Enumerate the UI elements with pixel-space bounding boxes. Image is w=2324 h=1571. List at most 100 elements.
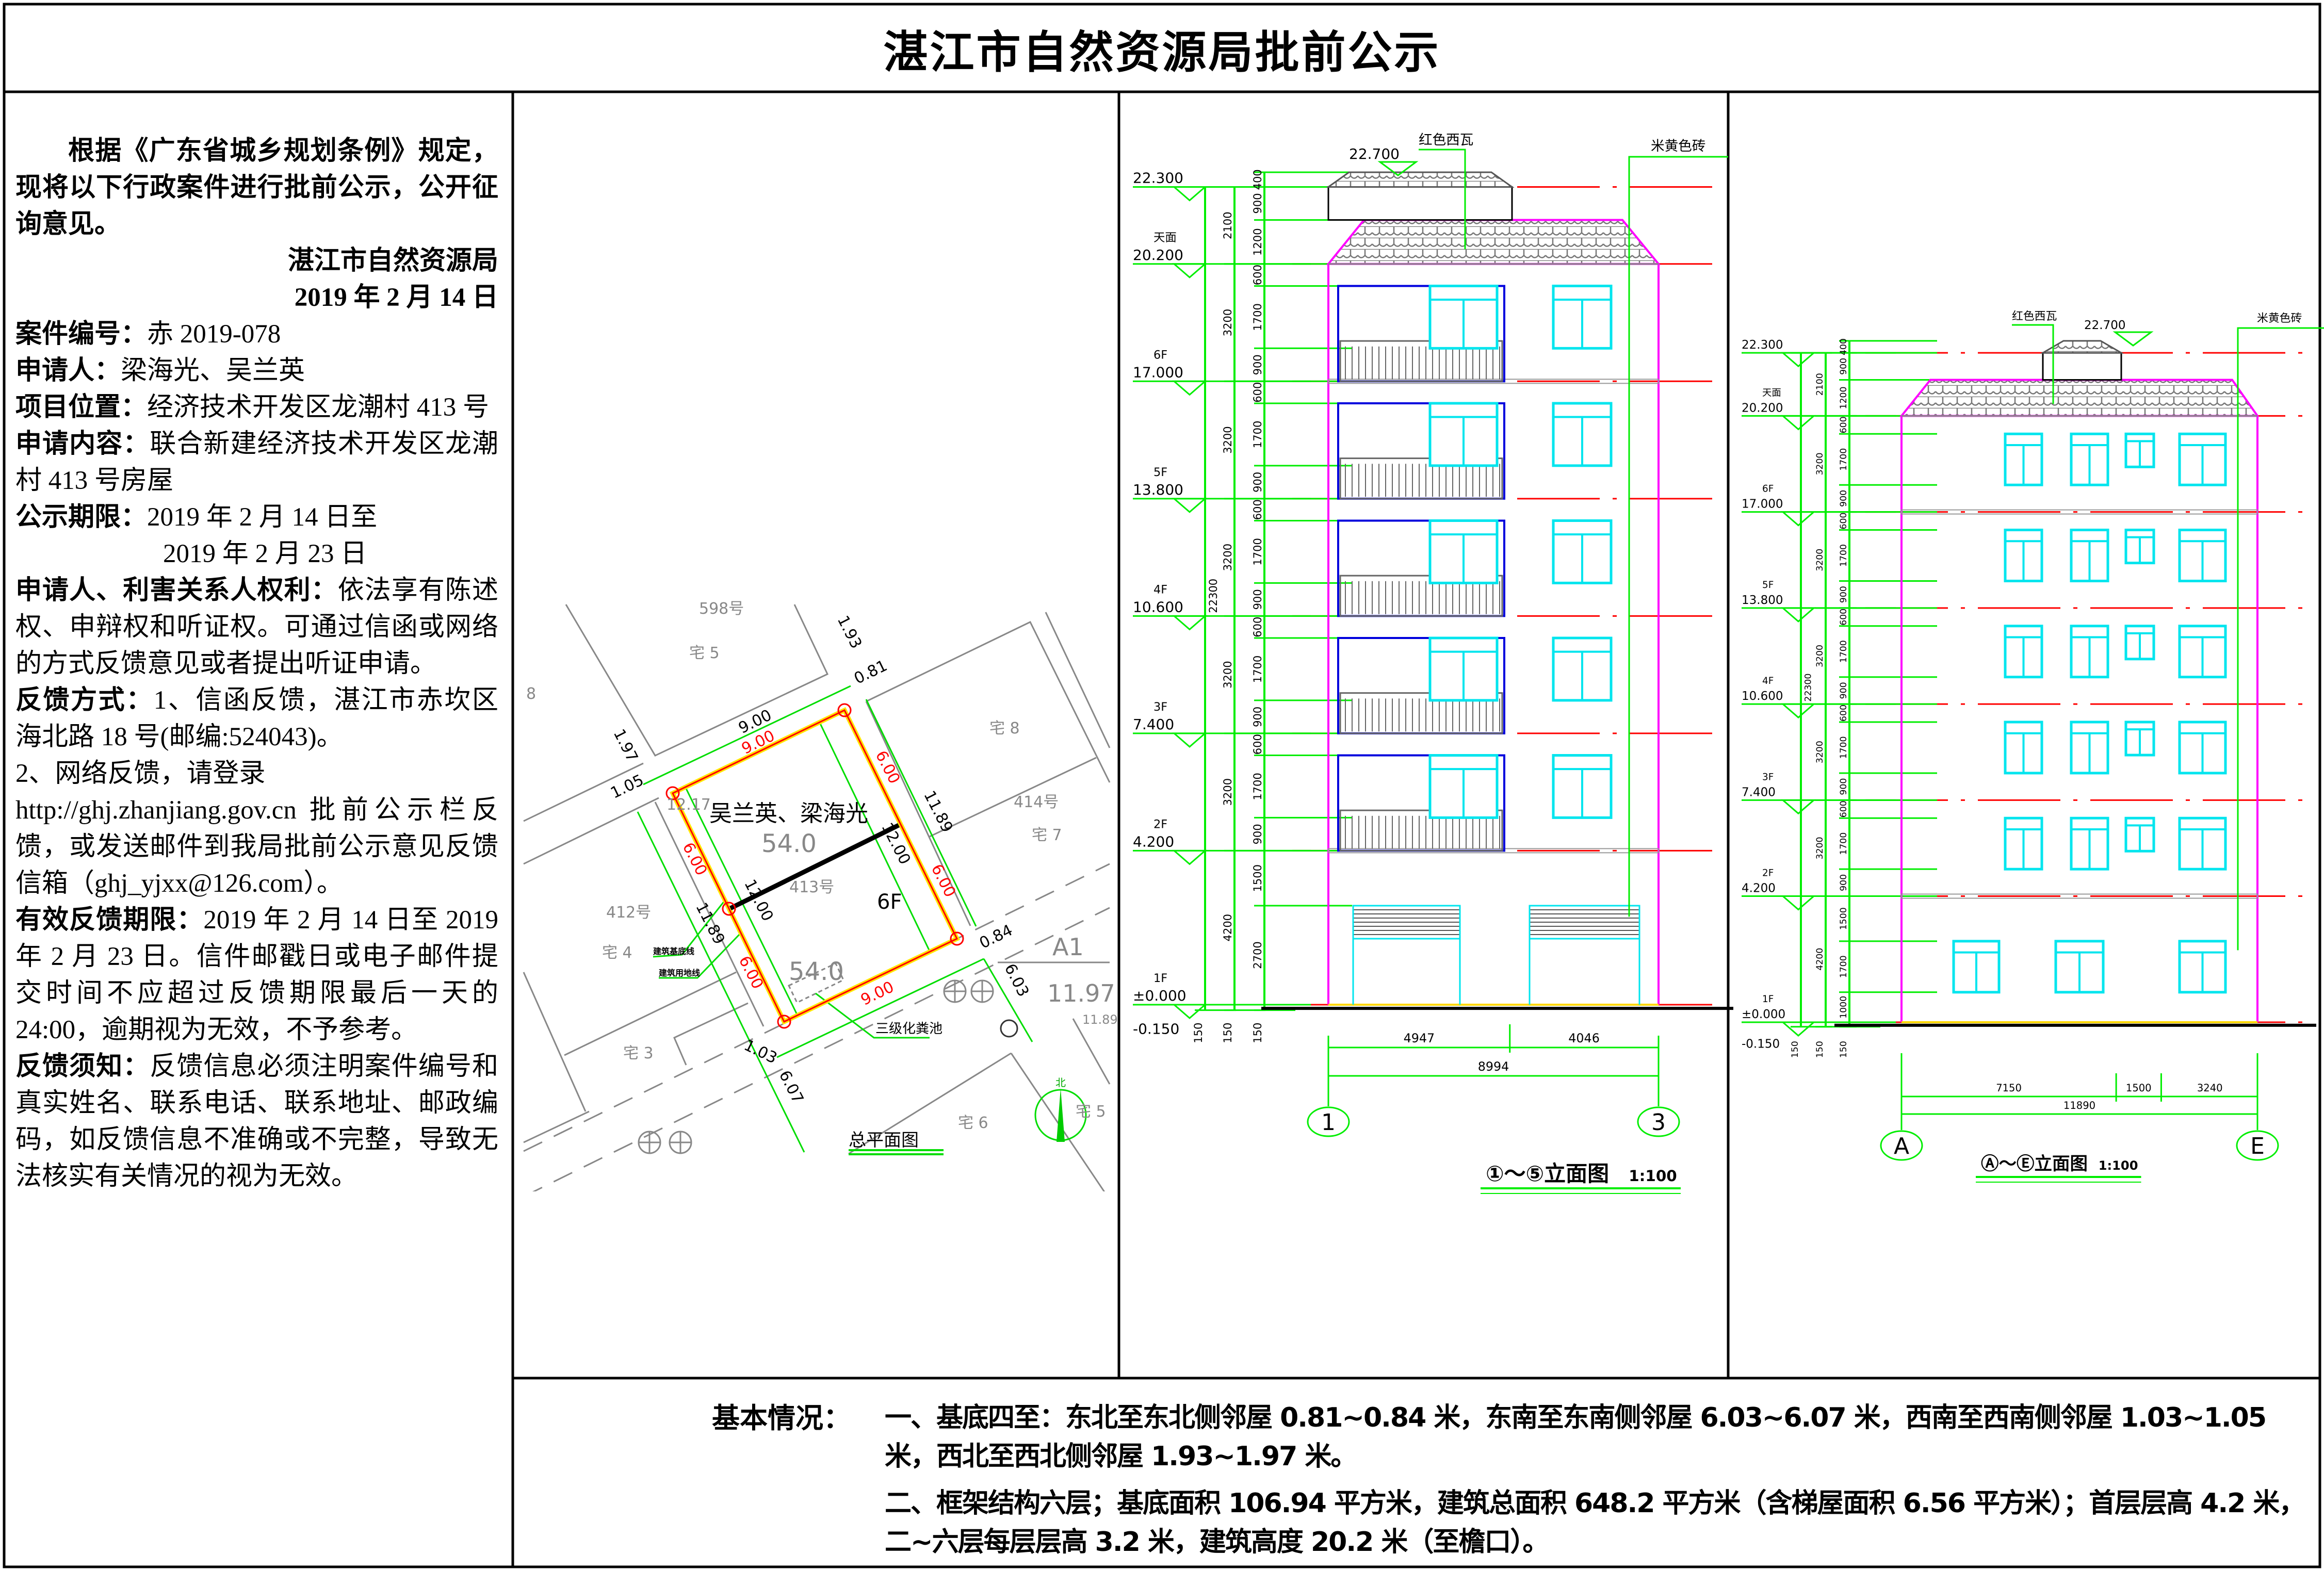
- corner-markers: [665, 703, 964, 1029]
- level-floor: 天面: [1762, 387, 1781, 398]
- rolling-shutter-door: [1529, 905, 1640, 940]
- feedback-notes: 反馈须知：反馈信息必须注明案件编号和真实姓名、联系电话、联系地址、邮政编码，如反…: [15, 1049, 498, 1195]
- label-house-3: 宅 3: [623, 1044, 654, 1062]
- dimension-label: 1700: [1252, 656, 1264, 683]
- feedback-mail: 1、信函反馈，湛江市赤坎区海北路 18 号(邮编:524043)。: [15, 686, 498, 751]
- dimension-label: 600: [1839, 800, 1849, 817]
- penthouse-roof: [1326, 171, 1515, 188]
- level-marker-icon: [1377, 161, 1419, 176]
- level-marker-icon: [1172, 732, 1208, 748]
- party-wall-line: [729, 823, 900, 911]
- label-septic: 三级化粪池: [875, 1021, 942, 1037]
- roof-tiles: [1899, 379, 2260, 417]
- label-road-elev: 11.89: [1082, 1012, 1118, 1027]
- level-value: 10.600: [1133, 598, 1183, 615]
- level-floor: 4F: [1762, 676, 1774, 686]
- level-floor: 6F: [1762, 484, 1774, 495]
- label-floors: 6F: [877, 890, 902, 914]
- notice-issue-date: 2019 年 2 月 14 日: [294, 283, 498, 312]
- total-width-label: 11890: [2063, 1100, 2095, 1111]
- front-elevation-drawing: 22.30020.200天面17.0006F13.8005F10.6004F7.…: [1133, 132, 1733, 1194]
- balcony-railing: [1339, 575, 1503, 617]
- level-floor: 5F: [1762, 580, 1774, 591]
- dimension-label: 600: [1839, 513, 1849, 530]
- level-value: 7.400: [1742, 786, 1776, 799]
- level-value: 20.200: [1742, 401, 1783, 415]
- balcony-railing: [1339, 692, 1503, 734]
- dimension-label: 3200: [1815, 453, 1825, 476]
- rights: 申请人、利害关系人权利：依法享有陈述权、申辩权和听证权。可通过信函或网络的方式反…: [15, 572, 498, 682]
- width-dimension-label: 3240: [2197, 1082, 2223, 1094]
- dimension-label: 1700: [1839, 955, 1849, 978]
- dimension-label: 600: [1252, 265, 1264, 285]
- elevation-scale: 1:100: [1629, 1167, 1677, 1185]
- feedback-method: 反馈方式：1、信函反馈，湛江市赤坎区海北路 18 号(邮编:524043)。: [15, 682, 498, 756]
- label-neighbor-412: 412号: [606, 904, 651, 922]
- window: [2004, 816, 2043, 871]
- level-value: 20.200: [1133, 247, 1183, 264]
- level-floor: 2F: [1153, 817, 1167, 831]
- land-boundary: [671, 709, 958, 1023]
- dimension-label: 900: [1839, 586, 1849, 603]
- dim-607: 6.07: [775, 1068, 807, 1106]
- label-north: 北: [1055, 1076, 1066, 1089]
- dimension-label: 1200: [1252, 228, 1264, 255]
- level-marker-icon: [1780, 415, 1816, 431]
- level-value: 4.200: [1742, 882, 1776, 895]
- level-floor: 1F: [1762, 994, 1774, 1005]
- dimension-label: 3200: [1222, 778, 1234, 806]
- label-block: A1: [1052, 933, 1084, 961]
- dimension-label: 600: [1252, 382, 1264, 403]
- dimension-label: 900: [1839, 778, 1849, 795]
- dimension-label: 1700: [1839, 544, 1849, 567]
- level-floor: 天面: [1153, 231, 1177, 244]
- label-house-5: 宅 5: [689, 644, 720, 662]
- dimension-label: 2700: [1252, 941, 1264, 969]
- level-marker-icon: [1780, 703, 1816, 719]
- level-marker-icon: [2112, 331, 2154, 347]
- label-house-8: 宅 8: [989, 719, 1020, 738]
- axis-bubble-icon: [1880, 1130, 1923, 1161]
- period-end: 2019 年 2 月 23 日: [163, 539, 367, 568]
- level-value: 13.800: [1742, 594, 1783, 607]
- level-marker-icon: [1172, 498, 1208, 513]
- feedback-online-link[interactable]: http://ghj.zhanjiang.gov.cn 批前公示栏反馈，或发送邮…: [15, 796, 498, 898]
- roof-level-label: 22.700: [2084, 319, 2125, 332]
- wall-material-leader: [1628, 156, 1728, 917]
- level-marker-icon: [1172, 849, 1208, 865]
- dimension-label: 150: [1839, 1041, 1849, 1058]
- balcony-railing: [1339, 340, 1503, 382]
- balcony-railing: [1339, 457, 1503, 500]
- label-area-upper: 54.0: [761, 829, 817, 858]
- level-value: 22.300: [1133, 169, 1183, 186]
- floor-band: [1901, 893, 2258, 899]
- level-value: ±0.000: [1742, 1008, 1785, 1021]
- notice-intro: 根据《广东省城乡规划条例》规定，现将以下行政案件进行批前公示，公开征询意见。: [15, 137, 498, 239]
- dimension-label: 150: [1252, 1023, 1264, 1043]
- dim-193: 1.93: [834, 613, 866, 651]
- dimension-label: 600: [1252, 617, 1264, 637]
- elevation-scale: 1:100: [2099, 1158, 2138, 1173]
- width-dimension-label: 7150: [1996, 1082, 2022, 1094]
- level-value: 10.600: [1742, 690, 1783, 703]
- dimension-label: 900: [1839, 874, 1849, 891]
- level-marker-icon: [1780, 511, 1816, 527]
- roof-level-label: 22.700: [1349, 145, 1400, 162]
- axis-bubble-icon: [1637, 1106, 1680, 1137]
- level-floor: 4F: [1153, 583, 1167, 596]
- level-value: 4.200: [1133, 833, 1174, 850]
- axis-bubble-icon: [1307, 1106, 1350, 1137]
- width-dimension-label: 4046: [1568, 1031, 1600, 1045]
- dimension-label: 2100: [1222, 211, 1234, 239]
- roof-material-label: 红色西瓦: [2012, 310, 2057, 323]
- penthouse-roof: [2040, 340, 2124, 354]
- valid-value: 2019 年 2 月 14 日至 2019 年 2 月 23 日。信件邮戳日或电…: [15, 906, 498, 1044]
- dimension-label: 1500: [1839, 907, 1849, 930]
- wall-material-label: 米黄色砖: [2257, 312, 2302, 325]
- label-8: 8: [526, 685, 536, 703]
- dimension-label: 150: [1192, 1023, 1205, 1043]
- level-floor: 3F: [1153, 700, 1167, 714]
- balcony-railing: [1339, 809, 1503, 852]
- level-marker-icon: [1780, 607, 1816, 623]
